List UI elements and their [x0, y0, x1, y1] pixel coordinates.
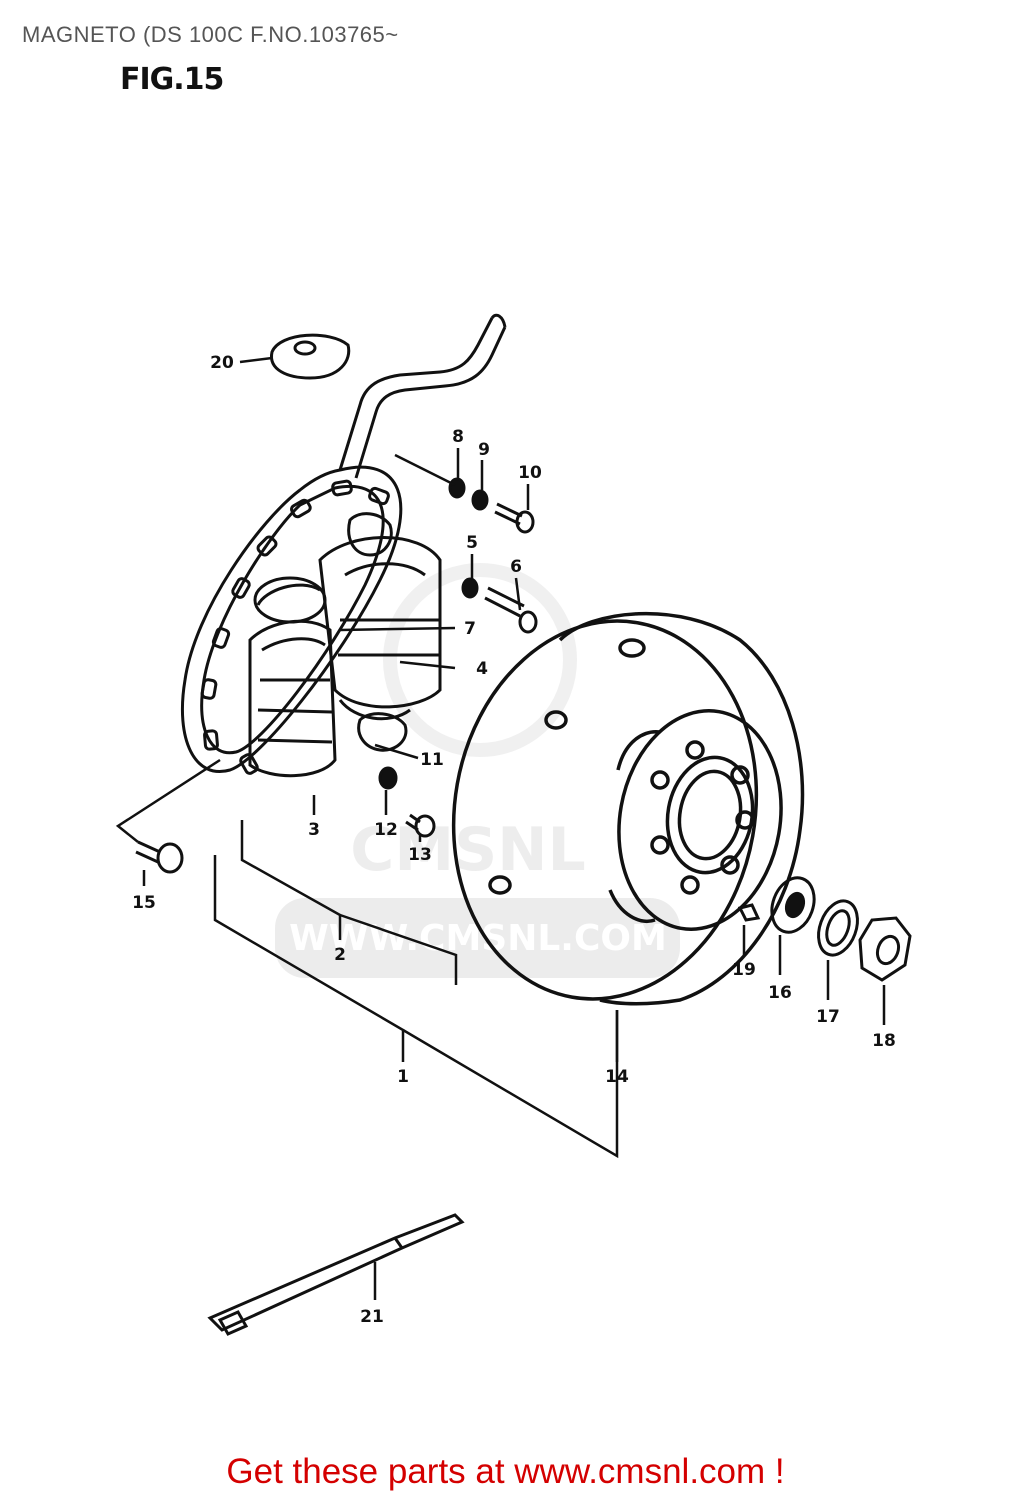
- callout-1: 1: [397, 1067, 409, 1087]
- callout-5: 5: [466, 533, 478, 553]
- stator-plate: [180, 465, 442, 778]
- callout-14: 14: [605, 1067, 629, 1087]
- callout-15: 15: [132, 893, 156, 913]
- part-callouts: 1 2 3 4 5 6 7 8 9 10 11 12 13 14 15 16 1…: [132, 353, 896, 1327]
- callout-3: 3: [308, 820, 320, 840]
- rotor-puller-tool: [207, 1213, 465, 1336]
- callout-12: 12: [374, 820, 398, 840]
- callout-9: 9: [478, 440, 490, 460]
- watermark: WWW.CMSNL.COM CMSNL: [275, 563, 680, 978]
- callout-7: 7: [464, 619, 476, 639]
- watermark-brand: CMSNL: [350, 815, 585, 885]
- footer-parts-link[interactable]: Get these parts at www.cmsnl.com !: [226, 1452, 785, 1491]
- callout-19: 19: [732, 960, 756, 980]
- callout-18: 18: [872, 1031, 896, 1051]
- callout-6: 6: [510, 557, 522, 577]
- rotor: [451, 611, 805, 1006]
- callout-10: 10: [518, 463, 542, 483]
- figure-label: FIG.15: [120, 62, 224, 97]
- ht-lead: [338, 313, 507, 479]
- callout-4: 4: [476, 659, 488, 679]
- callout-20: 20: [210, 353, 234, 373]
- callout-8: 8: [452, 427, 464, 447]
- callout-11: 11: [420, 750, 444, 770]
- grommet-part: [270, 333, 351, 380]
- rotor-fasteners: [737, 876, 912, 982]
- callout-16: 16: [768, 983, 792, 1003]
- callout-13: 13: [408, 845, 432, 865]
- callout-2: 2: [334, 945, 346, 965]
- leader-lines: [115, 356, 886, 1300]
- callout-17: 17: [816, 1007, 840, 1027]
- page-title: MAGNETO (DS 100C F.NO.103765~: [22, 22, 399, 47]
- callout-21: 21: [360, 1307, 384, 1327]
- magneto-exploded-diagram: WWW.CMSNL.COM CMSNL: [115, 313, 912, 1336]
- screws: [135, 477, 538, 874]
